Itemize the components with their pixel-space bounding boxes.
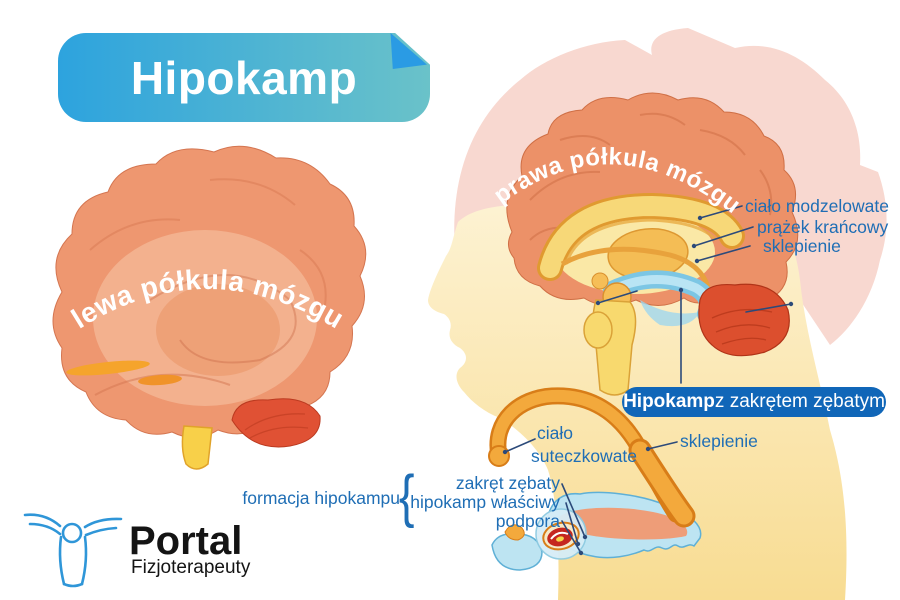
hipokamp-banner: Hipokamp z zakrętem zębatym (622, 387, 886, 417)
label-cialo-suteczkowate-1: ciało (537, 423, 573, 443)
label-zakret-zebaty: zakręt zębaty (455, 473, 560, 493)
logo-subtitle: Fizjoterapeuty (131, 557, 251, 578)
label-sklepienie-top: sklepienie (763, 236, 841, 256)
page-title: Hipokamp (130, 51, 358, 104)
hipokamp-banner-bold: Hipokamp (623, 391, 715, 412)
detail-mammillary-body (488, 445, 510, 467)
label-prazek-krancowy: prążek krańcowy (757, 217, 889, 237)
right-cerebellum (698, 283, 790, 357)
formacja-brace: { (398, 464, 415, 530)
label-cialo-suteczkowate-2: suteczkowate (531, 446, 638, 466)
left-brainstem (181, 425, 213, 470)
label-cialo-modzelowate: ciało modzelowate (745, 196, 889, 216)
leader-lines (502, 205, 794, 556)
hipokamp-banner-rest: z zakrętem zębatym (714, 391, 885, 412)
label-podpora: podpora (495, 511, 560, 531)
logo-name: Portal (129, 519, 243, 563)
logo-person-icon (23, 513, 123, 588)
title-banner: Hipokamp (58, 32, 431, 122)
label-hipokamp-wlasciwy: hipokamp właściwy (410, 492, 560, 512)
left-brain-illustration (52, 145, 367, 470)
left-cerebellum (231, 398, 321, 448)
label-sklepienie-bottom: sklepienie (680, 431, 758, 451)
label-formacja-hipokampu: formacja hipokampu (242, 488, 400, 508)
hippocampus-detail-illustration (488, 387, 702, 571)
